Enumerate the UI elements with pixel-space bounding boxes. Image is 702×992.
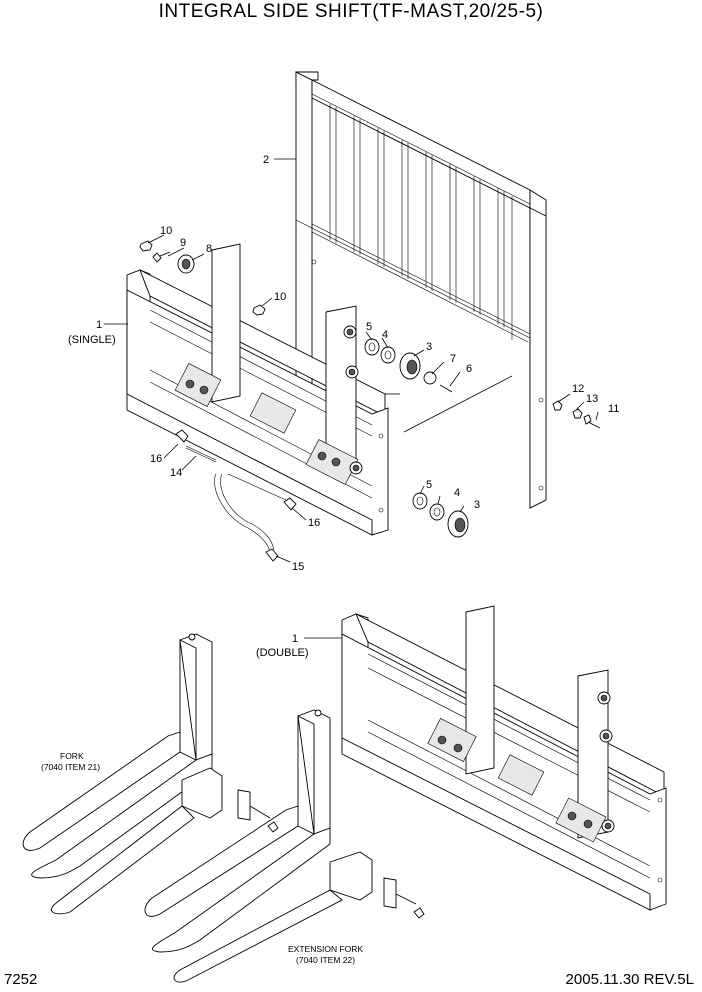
carriage-single bbox=[126, 243, 389, 536]
date-revision: 2005.11.30 REV.5L bbox=[565, 971, 694, 988]
callout-7: 7 bbox=[450, 353, 456, 365]
callout-9: 9 bbox=[180, 237, 186, 249]
back-rest bbox=[295, 71, 547, 509]
fork-brackets bbox=[51, 767, 425, 983]
callout-4-upper: 4 bbox=[382, 329, 388, 341]
callout-15: 15 bbox=[292, 561, 304, 573]
callout-10-right: 10 bbox=[274, 291, 286, 303]
callout-1-double-text: (DOUBLE) bbox=[256, 647, 309, 659]
callout-1-single-number: 1 bbox=[96, 319, 102, 331]
callout-5-lower: 5 bbox=[426, 479, 432, 491]
callout-10-top: 10 bbox=[160, 225, 172, 237]
callout-labels: 2 1 (SINGLE) 10 9 8 10 5 4 3 7 6 12 13 1… bbox=[41, 154, 619, 965]
callout-1-double-number: 1 bbox=[292, 633, 298, 645]
callout-6: 6 bbox=[466, 363, 472, 375]
callout-16-left: 16 bbox=[150, 453, 162, 465]
fork bbox=[22, 633, 213, 879]
leader-lines-upper bbox=[104, 158, 599, 563]
callout-8: 8 bbox=[206, 243, 212, 255]
callout-4-lower: 4 bbox=[454, 487, 460, 499]
callout-13: 13 bbox=[586, 393, 598, 405]
page-number: 7252 bbox=[4, 971, 38, 988]
callout-3-lower: 3 bbox=[474, 499, 480, 511]
callout-11: 11 bbox=[608, 403, 619, 415]
carriage-double bbox=[341, 605, 667, 911]
callout-16-right: 16 bbox=[308, 517, 320, 529]
hoses bbox=[175, 429, 297, 562]
extension-fork-reference: (7040 ITEM 22) bbox=[296, 955, 355, 965]
callout-3-upper: 3 bbox=[426, 341, 432, 353]
callout-2: 2 bbox=[263, 154, 269, 166]
hardware-upper bbox=[139, 240, 601, 538]
page-title: INTEGRAL SIDE SHIFT(TF-MAST,20/25-5) bbox=[158, 1, 544, 22]
callout-12: 12 bbox=[572, 383, 584, 395]
callout-5-upper: 5 bbox=[366, 321, 372, 333]
extension-fork-label: EXTENSION FORK bbox=[288, 944, 363, 954]
fork-reference: (7040 ITEM 21) bbox=[41, 762, 100, 772]
callout-14: 14 bbox=[170, 467, 182, 479]
fork-label: FORK bbox=[60, 751, 84, 761]
callout-1-single-text: (SINGLE) bbox=[68, 334, 116, 346]
extension-fork bbox=[144, 709, 331, 953]
